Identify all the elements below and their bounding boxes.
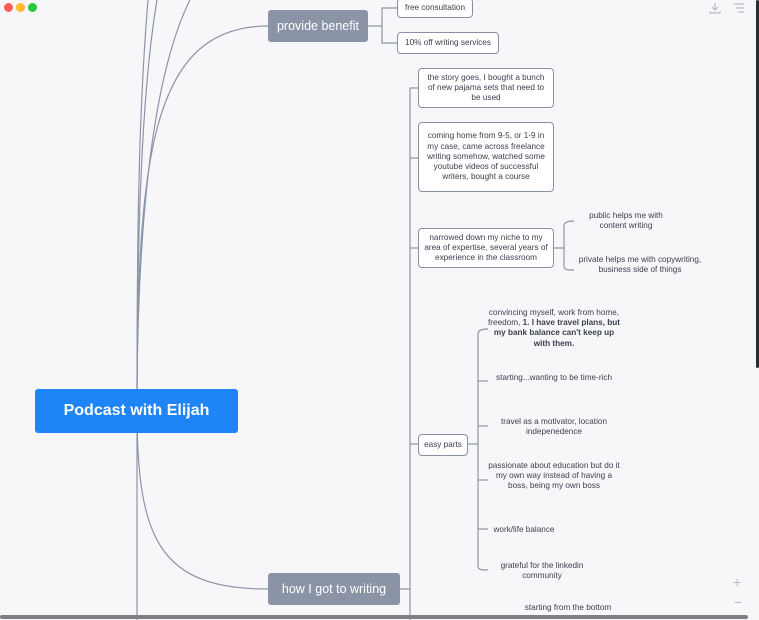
topic-education-label: passionate about education but do it my … [488,461,620,491]
zoom-window-button[interactable] [28,3,37,12]
topic-private-helps[interactable]: private helps me with copywriting, busin… [576,255,704,275]
topic-free-consultation-label: free consultation [404,2,466,12]
topic-niche[interactable]: narrowed down my niche to my area of exp… [418,228,554,268]
topic-pajama-story-label: the story goes, I bought a bunch of new … [427,72,545,103]
close-window-button[interactable] [4,3,13,12]
topic-linkedin-label: grateful for the linkedin community [500,561,584,581]
zoom-out-button[interactable]: − [734,594,743,610]
topic-free-consultation[interactable]: free consultation [397,0,473,18]
branch-how-i-got-to-writing[interactable]: how I got to writing [268,573,400,605]
horizontal-scrollbar[interactable] [0,615,748,619]
branch-provide-benefit[interactable]: provide benefit [268,10,368,42]
branch-provide-benefit-label: provide benefit [276,19,359,33]
topic-10-off-writing-label: 10% off writing services [405,37,491,47]
topic-education[interactable]: passionate about education but do it my … [488,461,620,492]
central-topic-label: Podcast with Elijah [63,402,210,419]
topic-convincing-text: convincing myself, work from home, freed… [488,308,620,328]
branch-how-i-got-to-writing-label: how I got to writing [281,582,387,596]
menu-icon[interactable] [733,2,745,17]
topic-starting-from-bottom-label: starting from the bottom [524,603,612,612]
topic-coming-home-label: coming home from 9-5, or 1-9 in my case,… [427,131,545,182]
topic-convincing-bold-text: 1. I have travel plans, but my bank bala… [493,318,620,348]
topic-public-helps[interactable]: public helps me with content writing [576,211,676,231]
topic-linkedin[interactable]: grateful for the linkedin community [496,561,588,581]
zoom-in-button[interactable]: + [733,574,742,590]
topic-niche-label: narrowed down my niche to my area of exp… [424,232,548,263]
minimize-window-button[interactable] [16,3,25,12]
topic-easy-parts[interactable]: easy parts [418,434,468,456]
topic-convincing[interactable]: convincing myself, work from home, freed… [488,308,620,349]
topic-coming-home[interactable]: coming home from 9-5, or 1-9 in my case,… [418,122,554,192]
vertical-scrollbar[interactable] [756,0,759,368]
topic-time-rich[interactable]: starting...wanting to be time-rich [490,373,618,383]
topic-travel-label: travel as a motivator, location indepene… [500,417,608,437]
central-topic[interactable]: Podcast with Elijah [35,389,238,433]
topic-pajama-story[interactable]: the story goes, I bought a bunch of new … [418,68,554,108]
topic-public-helps-label: public helps me with content writing [589,211,663,231]
topic-time-rich-label: starting...wanting to be time-rich [495,373,613,382]
topic-easy-parts-label: easy parts [424,439,462,449]
topic-private-helps-label: private helps me with copywriting, busin… [578,255,702,275]
topic-starting-from-bottom[interactable]: starting from the bottom [508,603,628,613]
download-icon[interactable] [709,2,721,17]
topic-10-off-writing[interactable]: 10% off writing services [397,32,499,54]
topic-travel[interactable]: travel as a motivator, location indepene… [490,417,618,437]
topic-work-life-balance-label: work/life balance [493,525,555,534]
topic-work-life-balance[interactable]: work/life balance [488,525,560,535]
